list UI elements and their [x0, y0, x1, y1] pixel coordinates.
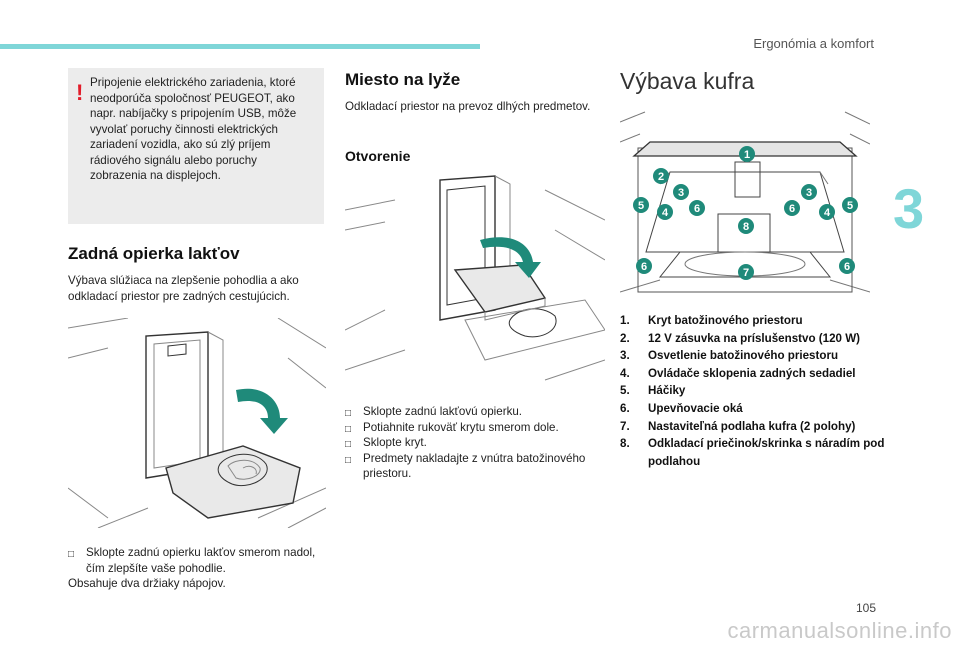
ski-step: □Predmety nakladajte z vnútra batožinové… — [345, 451, 586, 481]
boot-legend: 1.Kryt batožinového priestoru 2.12 V zás… — [620, 312, 890, 470]
ski-hatch-illustration — [345, 175, 605, 381]
svg-text:5: 5 — [847, 200, 853, 212]
boot-title: Výbava kufra — [620, 68, 755, 94]
callout-5-right: 5 — [842, 197, 858, 213]
warning-text: Pripojenie elektrického zariadenia, ktor… — [90, 76, 297, 182]
ski-step: □Sklopte zadnú lakťovú opierku. — [345, 404, 610, 420]
legend-item: 4.Ovládače sklopenia zadných sedadiel — [620, 366, 856, 380]
legend-item: 5.Háčiky — [620, 384, 686, 398]
legend-item: 2.12 V zásuvka na príslušenstvo (120 W) — [620, 331, 860, 345]
callout-4-left: 4 — [657, 204, 673, 220]
ski-intro: Odkladací priestor na prevoz dlhých pred… — [345, 100, 591, 113]
svg-text:3: 3 — [678, 187, 684, 199]
checkbox-bullet-icon: □ — [345, 454, 352, 466]
warning-box: ! Pripojenie elektrického zariadenia, kt… — [68, 68, 324, 224]
callout-6-upper-left: 6 — [689, 200, 705, 216]
chapter-title: Ergonómia a komfort — [753, 36, 874, 51]
armrest-note: Obsahuje dva držiaky nápojov. — [68, 577, 226, 590]
legend-item: 3.Osvetlenie batožinového priestoru — [620, 349, 839, 363]
svg-text:6: 6 — [844, 261, 850, 273]
ski-step: □Sklopte kryt. — [345, 435, 610, 451]
armrest-illustration — [68, 318, 326, 528]
header-accent-bar — [0, 44, 480, 49]
callout-6-lower-left: 6 — [636, 258, 652, 274]
legend-item: 7.Nastaviteľná podlaha kufra (2 polohy) — [620, 419, 856, 433]
armrest-steps: □Sklopte zadnú opierku lakťov smerom nad… — [68, 545, 328, 576]
callout-1: 1 — [739, 146, 755, 162]
svg-text:6: 6 — [789, 203, 795, 215]
callout-2: 2 — [653, 168, 669, 184]
callout-3-right: 3 — [801, 184, 817, 200]
callout-6-lower-right: 6 — [839, 258, 855, 274]
checkbox-bullet-icon: □ — [345, 408, 352, 419]
watermark: carmanualsonline.info — [727, 618, 952, 643]
ski-arrow-icon — [480, 237, 541, 278]
checkbox-bullet-icon: □ — [345, 439, 352, 450]
page-number: 105 — [855, 601, 876, 615]
checkbox-bullet-icon: □ — [68, 549, 75, 560]
svg-text:5: 5 — [638, 200, 644, 212]
legend-item: 6.Upevňovacie oká — [620, 401, 743, 415]
opening-subtitle: Otvorenie — [345, 148, 411, 164]
boot-illustration: 1 2 3 3 4 4 5 5 6 6 6 6 7 8 — [620, 111, 870, 293]
svg-text:6: 6 — [694, 203, 700, 215]
callout-6-upper-right: 6 — [784, 200, 800, 216]
svg-text:7: 7 — [743, 267, 749, 279]
svg-text:3: 3 — [806, 187, 812, 199]
svg-text:6: 6 — [641, 261, 647, 273]
chapter-number: 3 — [893, 177, 925, 240]
callout-3-left: 3 — [673, 184, 689, 200]
callout-8: 8 — [738, 218, 754, 234]
legend-item: 8.Odkladací priečinok/skrinka s náradím … — [620, 437, 885, 468]
ski-title: Miesto na lyže — [345, 70, 461, 89]
armrest-step: □Sklopte zadnú opierku lakťov smerom nad… — [68, 546, 316, 575]
svg-text:8: 8 — [743, 221, 749, 233]
exclamation-icon: ! — [76, 80, 84, 105]
svg-text:2: 2 — [658, 171, 664, 183]
armrest-intro: Výbava slúžiaca na zlepšenie pohodlia a … — [68, 274, 299, 303]
svg-text:4: 4 — [662, 207, 669, 219]
ski-step: □Potiahnite rukoväť krytu smerom dole. — [345, 420, 610, 436]
callout-7: 7 — [738, 264, 754, 280]
callout-4-right: 4 — [819, 204, 835, 220]
ski-steps: □Sklopte zadnú lakťovú opierku. □Potiahn… — [345, 404, 610, 482]
checkbox-bullet-icon: □ — [345, 423, 352, 435]
armrest-title: Zadná opierka lakťov — [68, 244, 240, 263]
svg-text:4: 4 — [824, 207, 831, 219]
legend-item: 1.Kryt batožinového priestoru — [620, 314, 803, 327]
armrest-arrow-icon — [236, 388, 288, 434]
boot-callouts: 1 2 3 3 4 4 5 5 6 6 6 6 7 8 — [633, 146, 858, 280]
svg-text:1: 1 — [744, 149, 750, 161]
callout-5-left: 5 — [633, 197, 649, 213]
